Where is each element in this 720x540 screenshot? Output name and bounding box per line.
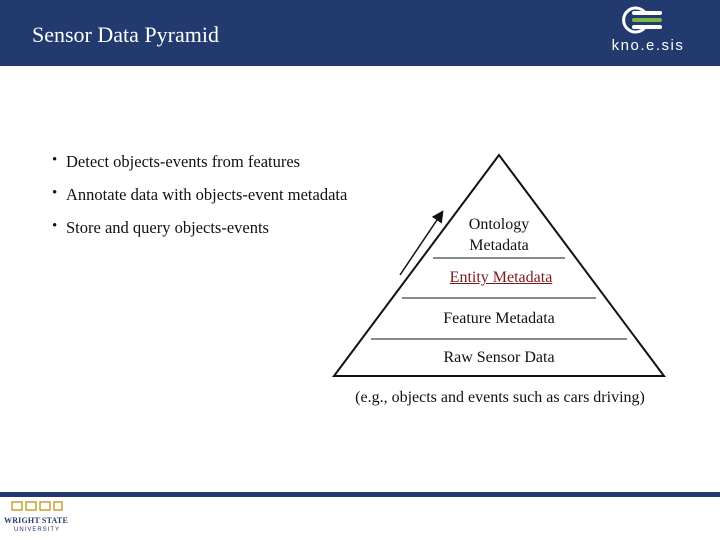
bullet-item: Detect objects-events from features xyxy=(46,152,347,185)
wright-state-logo xyxy=(11,501,63,511)
slide-header: Sensor Data Pyramid kno.e.sis xyxy=(0,0,720,66)
pyramid-caption: (e.g., objects and events such as cars d… xyxy=(355,389,645,406)
pyramid-level-raw: Raw Sensor Data xyxy=(443,349,555,366)
upward-arrow xyxy=(399,210,444,276)
bullet-item: Store and query objects-events xyxy=(46,218,347,251)
wright-state-logo-text: WRIGHT STATE xyxy=(4,516,68,525)
pyramid-outline xyxy=(332,153,666,377)
pyramid-level-feature: Feature Metadata xyxy=(443,310,555,327)
pyramid-level-entity: Entity Metadata xyxy=(449,269,553,286)
bullet-item: Annotate data with objects-event metadat… xyxy=(46,185,347,218)
ontology-line2: Metadata xyxy=(469,237,529,254)
knoesis-logo-text: kno.e.sis xyxy=(612,37,685,54)
knoesis-logo: kno.e.sis xyxy=(612,6,685,54)
slide-title: Sensor Data Pyramid xyxy=(32,22,219,47)
bullet-list: Detect objects-events from features Anno… xyxy=(46,152,347,251)
footer-divider xyxy=(0,492,720,497)
pyramid-level-ontology: Ontology Metadata xyxy=(449,214,549,256)
wright-state-logo-subtext: UNIVERSITY xyxy=(14,527,61,533)
ontology-line1: Ontology xyxy=(468,216,530,233)
